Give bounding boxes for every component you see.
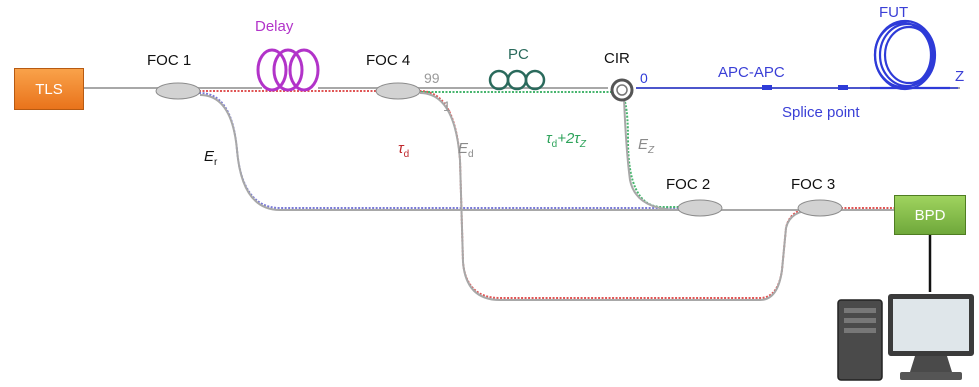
- foc4-coupler: [375, 82, 421, 100]
- port-0-label: 0: [640, 70, 648, 86]
- cir-label: CIR: [604, 50, 630, 67]
- fut-fiber: [636, 85, 958, 90]
- td-label: τd: [398, 140, 409, 160]
- ez-symbol: E: [638, 136, 649, 153]
- desktop-computer-icon: [837, 294, 974, 381]
- ed-symbol: E: [458, 140, 469, 157]
- ed-label: Ed: [458, 140, 474, 160]
- port-99-label: 99: [424, 70, 440, 86]
- foc1-label: FOC 1: [147, 52, 192, 69]
- ez-label: EZ: [638, 136, 654, 156]
- apc-connector: [762, 85, 772, 90]
- port-1-label: 1: [443, 98, 451, 114]
- tdz-rest: +2τ: [557, 130, 580, 147]
- circulator-icon: [610, 78, 634, 102]
- fut-label: FUT: [879, 4, 909, 21]
- z-end-label: Z: [955, 68, 965, 85]
- foc1-coupler: [155, 82, 201, 100]
- ez-subscript: Z: [648, 145, 655, 156]
- polarization-controller-icon: [488, 69, 546, 91]
- pc-label: PC: [508, 46, 529, 63]
- foc4-label: FOC 4: [366, 52, 411, 69]
- bpd-box: BPD: [894, 195, 966, 235]
- foc2-coupler: [677, 199, 723, 217]
- tdz-subscript2: Z: [579, 139, 587, 150]
- ed-subscript: d: [468, 149, 474, 160]
- foc2-label: FOC 2: [666, 176, 711, 193]
- er-symbol: E: [204, 148, 215, 165]
- fiber-under-test-coil-icon: [870, 19, 950, 91]
- fiber-delay-coil-icon: [256, 48, 320, 92]
- splice-point-marker: [838, 85, 848, 90]
- apc-apc-label: APC-APC: [718, 64, 785, 81]
- td-subscript: d: [403, 149, 410, 160]
- bpd-label: BPD: [914, 206, 946, 224]
- foc3-coupler: [797, 199, 843, 217]
- reference-path: [178, 92, 680, 209]
- tdz-label: τd+2τZ: [546, 130, 586, 150]
- foc3-label: FOC 3: [791, 176, 836, 193]
- td-symbol: τ: [398, 140, 404, 157]
- delay-label: Delay: [255, 18, 294, 35]
- splice-point-label: Splice point: [782, 104, 860, 121]
- delay-path: [178, 90, 895, 299]
- tdz-symbol: τ: [546, 130, 552, 147]
- tls-label: TLS: [35, 80, 63, 98]
- tdz-subscript: d: [551, 139, 558, 150]
- er-subscript: r: [214, 157, 218, 168]
- er-label: Er: [204, 148, 217, 168]
- tls-box: TLS: [14, 68, 84, 110]
